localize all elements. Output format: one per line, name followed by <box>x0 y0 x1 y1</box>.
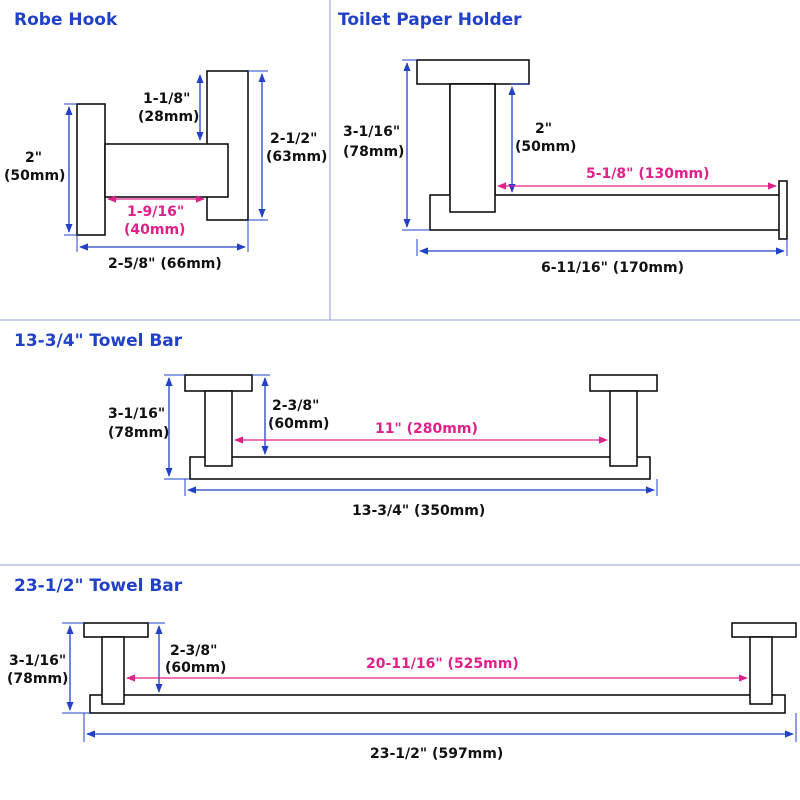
tph-height-in: 3-1/16" <box>343 124 400 140</box>
tbs-bar <box>189 456 651 480</box>
tbl-bar <box>89 694 786 714</box>
robe-hook-depth-in: 1-9/16" <box>127 204 184 220</box>
tbs-left-post <box>204 390 233 467</box>
tbl-height-in: 3-1/16" <box>9 653 66 669</box>
tph-post-front <box>449 83 496 213</box>
tph-offset-mm: (50mm) <box>515 139 576 155</box>
tph-height-mm: (78mm) <box>343 144 404 160</box>
tph-wall-plate <box>416 59 530 85</box>
tbl-inner-length: 20-11/16" (525mm) <box>366 656 519 672</box>
robe-hook-depth-mm: (40mm) <box>124 222 185 238</box>
robe-hook-arm-in: 1-1/8" <box>143 91 190 107</box>
towel-bar-large-section: 23-1/2" Towel Bar 3-1/16" (78mm) 2-3/8" … <box>7 576 797 762</box>
toilet-paper-holder-title: Toilet Paper Holder <box>338 10 522 30</box>
towel-bar-small-title: 13-3/4" Towel Bar <box>14 331 183 351</box>
tbl-height-mm: (78mm) <box>7 671 68 687</box>
robe-hook-width: 2-5/8" (66mm) <box>108 256 222 272</box>
tbs-offset-mm: (60mm) <box>268 416 329 432</box>
tbl-offset-mm: (60mm) <box>165 660 226 676</box>
tbs-height-in: 3-1/16" <box>108 406 165 422</box>
robe-hook-section: Robe Hook 2" (50mm) 1-1/8" (28mm) 2-1/2"… <box>4 10 327 272</box>
robe-hook-total-mm: (63mm) <box>266 149 327 165</box>
tbl-offset-in: 2-3/8" <box>170 643 217 659</box>
towel-bar-large-title: 23-1/2" Towel Bar <box>14 576 183 596</box>
tph-end-cap <box>778 180 788 240</box>
robe-hook-height-mm: (50mm) <box>4 168 65 184</box>
tbs-right-post <box>609 390 638 467</box>
tbs-right-plate <box>589 374 658 392</box>
robe-hook-arm-mm: (28mm) <box>138 109 199 125</box>
tph-offset-in: 2" <box>535 121 552 137</box>
robe-hook-arm <box>104 143 229 198</box>
tbs-left-plate <box>184 374 253 392</box>
tph-width: 6-11/16" (170mm) <box>541 260 684 276</box>
tbl-right-plate <box>731 622 797 638</box>
tbs-offset-in: 2-3/8" <box>272 398 319 414</box>
tbs-inner-length: 11" (280mm) <box>375 421 478 437</box>
tbs-width: 13-3/4" (350mm) <box>352 503 485 519</box>
robe-hook-wall-plate <box>76 103 106 236</box>
toilet-paper-holder-section: Toilet Paper Holder 3-1/16" (78mm) 2" (5… <box>338 10 788 276</box>
tph-inner-length: 5-1/8" (130mm) <box>586 166 710 182</box>
robe-hook-height-in: 2" <box>25 150 42 166</box>
tbl-left-plate <box>83 622 149 638</box>
tbl-left-post <box>101 636 125 705</box>
robe-hook-title: Robe Hook <box>14 10 118 30</box>
tbs-height-mm: (78mm) <box>108 425 169 441</box>
robe-hook-total-in: 2-1/2" <box>270 131 317 147</box>
towel-bar-small-section: 13-3/4" Towel Bar 3-1/16" (78mm) 2-3/8" … <box>14 331 658 519</box>
tbl-right-post <box>749 636 773 705</box>
tbl-width: 23-1/2" (597mm) <box>370 746 503 762</box>
